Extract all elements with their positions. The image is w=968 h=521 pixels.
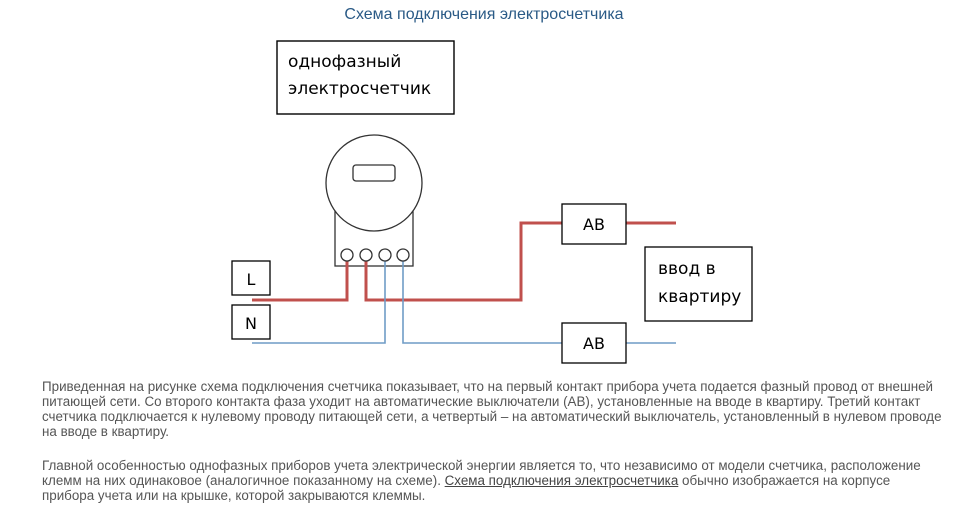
phase-label: L: [247, 270, 256, 289]
meter-label-line2: электросчетчик: [288, 79, 431, 99]
meter-terminal-2: [359, 248, 373, 262]
meter-display: [352, 164, 396, 182]
meter-terminal-3: [378, 248, 392, 262]
breaker-phase-box: [561, 203, 627, 245]
meter-dial: [325, 134, 423, 232]
meter-terminal-4: [396, 248, 410, 262]
phase-input-wire: [252, 255, 349, 302]
paragraph-2-text-start: Главной особенностью однофазных приборов…: [42, 458, 921, 488]
description-paragraph-1: Приведенная на рисунке схема подключения…: [42, 379, 942, 439]
apartment-label-line1: ввод в: [658, 259, 716, 279]
meter-terminal-1: [340, 248, 354, 262]
meter-wiring-link[interactable]: Схема подключения электросчетчика: [444, 473, 679, 488]
phase-label-box: [231, 260, 271, 296]
breaker-phase-label: АВ: [583, 215, 605, 234]
meter-label-box: [276, 40, 455, 115]
paragraph-2-text-end: обычно изображается на корпусе прибора у…: [42, 473, 891, 503]
meter-wiring-diagram: однофазный электросчетчик L N АВ АВ ввод…: [231, 40, 753, 364]
breaker-neutral-label: АВ: [583, 334, 605, 353]
neutral-label: N: [245, 314, 257, 333]
breaker-neutral-box: [561, 322, 627, 364]
apartment-label-line2: квартиру: [658, 287, 741, 307]
apartment-input-box: [644, 246, 753, 322]
meter-label-line1: однофазный: [288, 52, 401, 72]
neutral-label-box: [231, 304, 271, 340]
neutral-output-wire: [402, 255, 562, 344]
phase-output-wire: [364, 221, 562, 302]
neutral-input-wire: [252, 255, 386, 344]
page-title: Схема подключения электросчетчика: [344, 6, 624, 23]
description-paragraph-2: Главной особенностью однофазных приборов…: [42, 458, 942, 503]
